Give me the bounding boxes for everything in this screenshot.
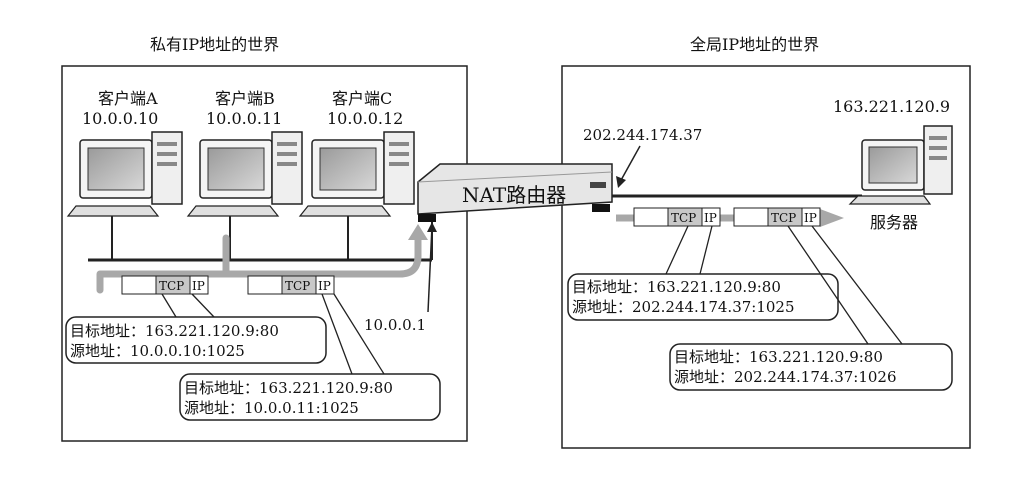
packet-global-1-tcp: TCP (671, 211, 696, 225)
server-computer-icon (848, 125, 953, 205)
callout-global-2-src: 源地址：202.244.174.37:1026 (674, 368, 897, 386)
callout-global-1-src: 源地址：202.244.174.37:1025 (572, 298, 795, 316)
packet-private-b-ip: IP (318, 279, 331, 293)
packet-global-1-ip: IP (704, 211, 717, 225)
nat-router-label: NAT路由器 (462, 183, 566, 207)
client-c-ip: 10.0.0.12 (327, 109, 403, 128)
callout-global-1 (567, 273, 839, 321)
client-c-computer-icon (298, 131, 415, 217)
private-zone-box (61, 65, 468, 442)
callout-global-2 (669, 343, 953, 391)
client-b-name: 客户端B (215, 89, 275, 108)
global-zone-title: 全局IP地址的世界 (690, 35, 819, 54)
client-a-computer-icon (66, 131, 183, 217)
server-ip: 163.221.120.9 (833, 97, 950, 116)
callout-private-b (179, 373, 441, 421)
inside-ip-pointer (427, 225, 433, 313)
packet-private-a (121, 275, 209, 295)
callout-private-a-src: 源地址：10.0.0.10:1025 (70, 342, 245, 360)
private-flow-arrowhead (408, 224, 428, 240)
client-b-ip: 10.0.0.11 (206, 109, 282, 128)
callout-private-a (65, 316, 327, 364)
callout-private-a-dst: 目标地址：163.221.120.9:80 (70, 322, 279, 340)
private-zone-title: 私有IP地址的世界 (150, 35, 279, 54)
global-flow-arrowhead (820, 209, 844, 227)
packet-private-a-tcp: TCP (159, 279, 184, 293)
client-b-computer-icon (186, 131, 303, 217)
nat-router-icon (417, 163, 613, 222)
outside-ip-pointer (619, 145, 641, 183)
router-outside-ip: 202.244.174.37 (583, 126, 702, 144)
packet-global-2 (733, 207, 821, 227)
server-label: 服务器 (870, 213, 918, 232)
packet-global-1 (633, 207, 721, 227)
router-inside-ip: 10.0.0.1 (364, 316, 426, 334)
client-c-name: 客户端C (332, 89, 392, 108)
global-zone-box (561, 65, 971, 449)
packet-global-2-ip: IP (804, 211, 817, 225)
client-a-name: 客户端A (98, 89, 158, 108)
callout-global-2-dst: 目标地址：163.221.120.9:80 (674, 348, 883, 366)
callout-private-b-dst: 目标地址：163.221.120.9:80 (184, 379, 393, 397)
packet-global-2-tcp: TCP (771, 211, 796, 225)
client-a-ip: 10.0.0.10 (82, 109, 158, 128)
packet-private-b (247, 275, 335, 295)
packet-private-a-ip: IP (192, 279, 205, 293)
packet-private-b-tcp: TCP (285, 279, 310, 293)
callout-global-1-dst: 目标地址：163.221.120.9:80 (572, 278, 781, 296)
callout-private-b-src: 源地址：10.0.0.11:1025 (184, 399, 359, 417)
